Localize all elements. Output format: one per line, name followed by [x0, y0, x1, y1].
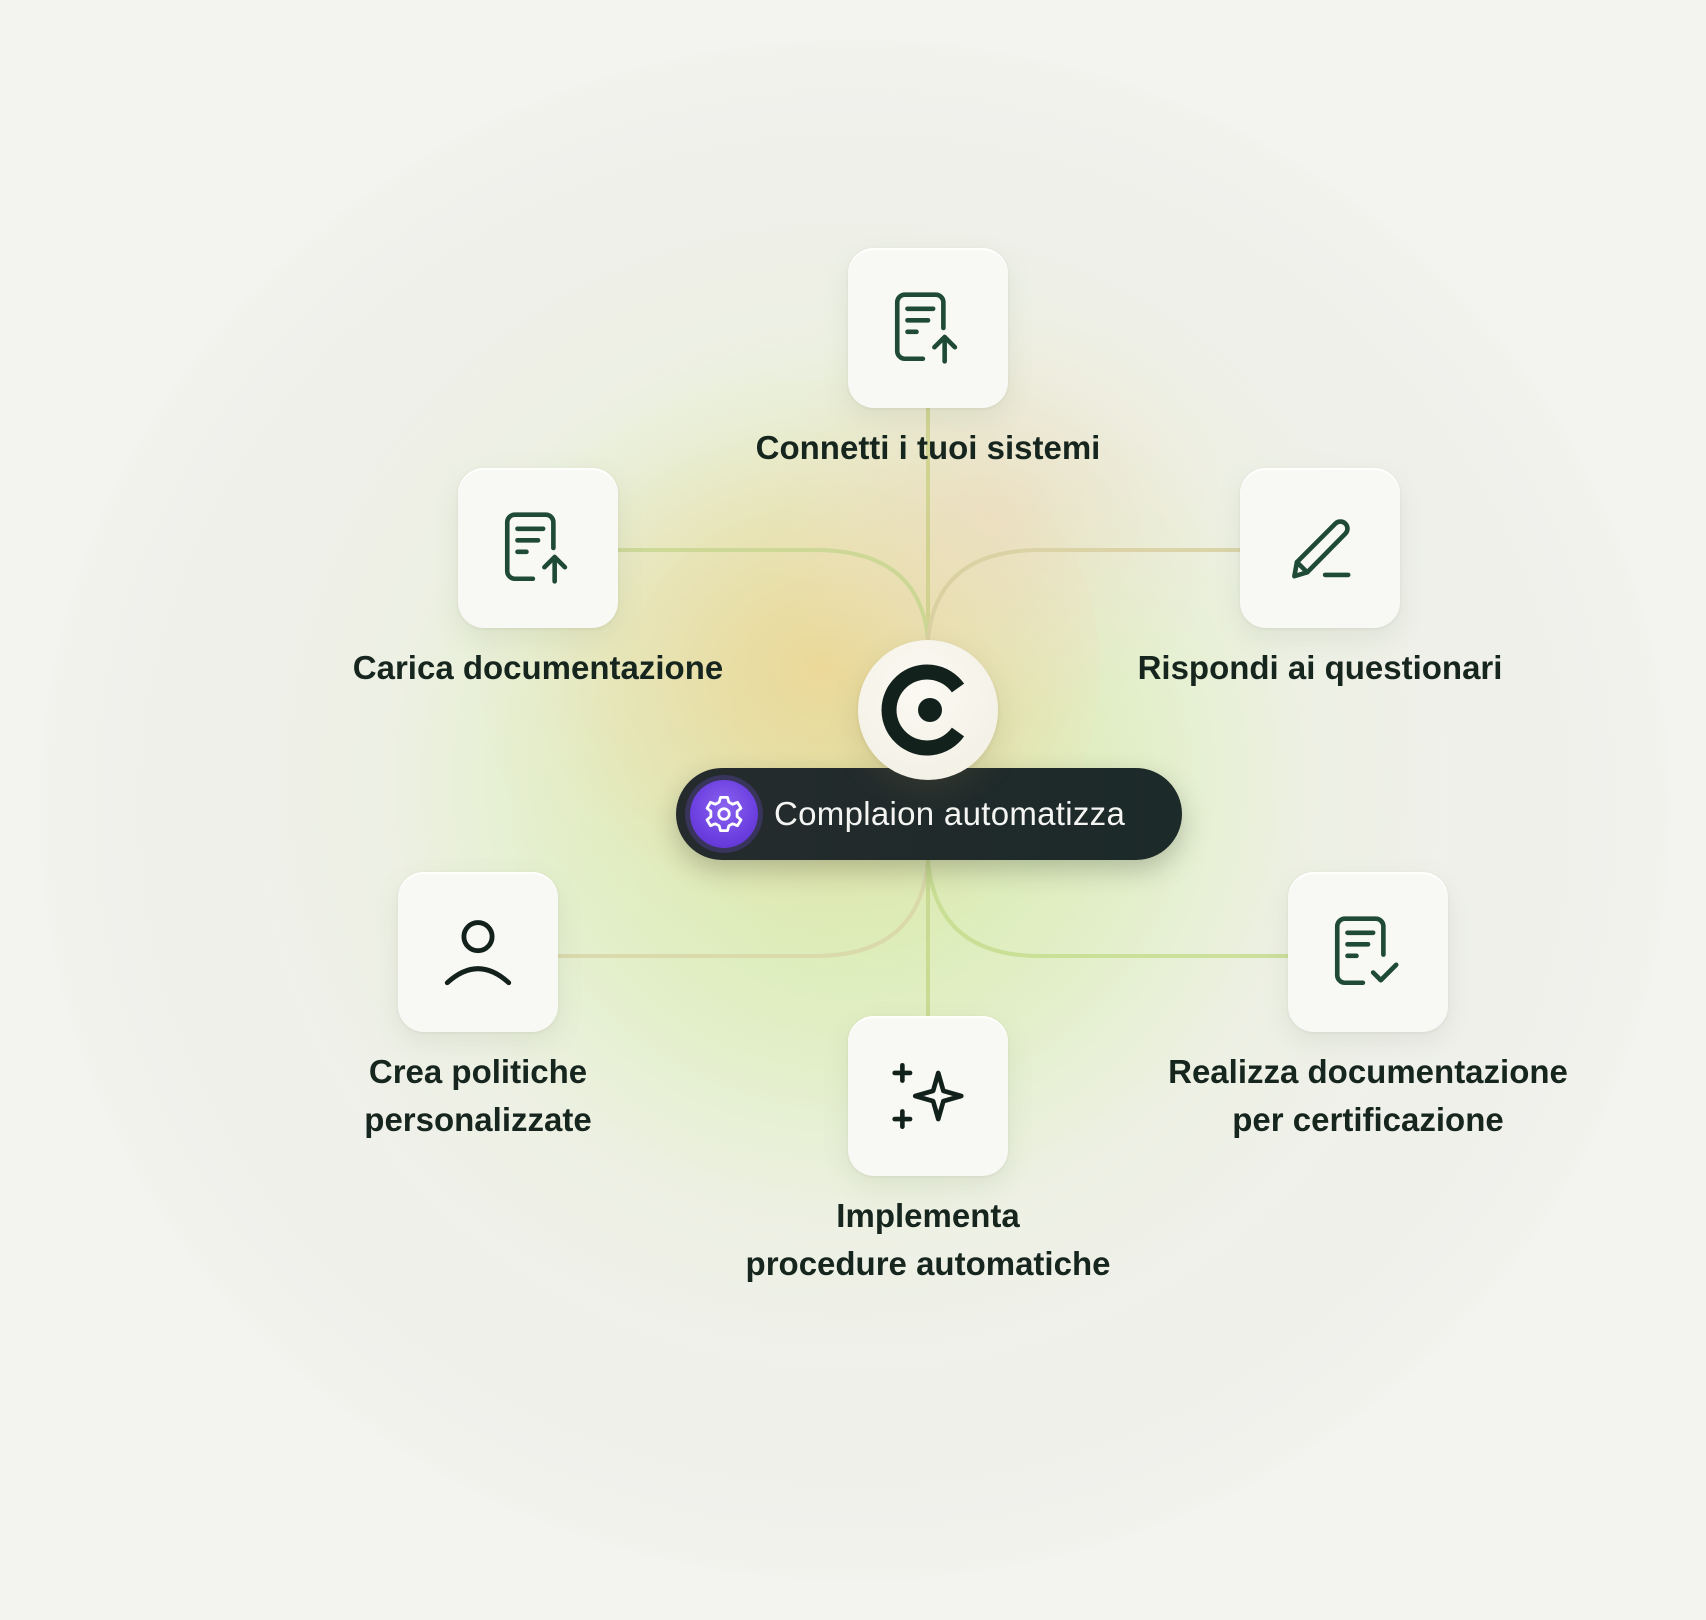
- badge-icon-wrap: [690, 780, 758, 848]
- pencil-icon: [1292, 519, 1351, 579]
- node-label-procedures-line2: procedure automatiche: [745, 1245, 1111, 1282]
- connector-upper-right: [926, 548, 1242, 642]
- node-label-certification: Realizza documentazione per certificazio…: [1168, 1048, 1568, 1144]
- hub-logo: [858, 640, 998, 780]
- node-label-questionnaires: Rispondi ai questionari: [1137, 649, 1503, 686]
- automation-badge: Complaion automatizza: [676, 768, 1182, 860]
- node-label-connect-systems: Connetti i tuoi sistemi: [755, 429, 1101, 466]
- sparkles-icon: [892, 1062, 964, 1130]
- automation-badge-label: Complaion automatizza: [774, 795, 1126, 832]
- gear-icon: [705, 795, 743, 833]
- node-label-policies: Crea politiche personalizzate: [364, 1048, 591, 1144]
- node-label-procedures-line1: Implementa: [836, 1197, 1020, 1234]
- connector-upper-left: [615, 548, 930, 642]
- connector-lower-left: [555, 858, 930, 958]
- node-card-certification[interactable]: [1288, 872, 1448, 1032]
- node-label-policies-line2: personalizzate: [364, 1101, 592, 1138]
- complaion-logo-icon: [881, 664, 965, 756]
- user-icon: [444, 920, 512, 986]
- node-label-procedures: Implementa procedure automatiche: [746, 1192, 1111, 1288]
- node-label-certification-line1: Realizza documentazione: [1168, 1053, 1568, 1090]
- node-card-connect-systems[interactable]: [848, 248, 1008, 408]
- connector-lower-right: [926, 858, 1290, 958]
- node-card-policies[interactable]: [398, 872, 558, 1032]
- document-upload-icon: [504, 512, 568, 584]
- node-card-questionnaires[interactable]: [1240, 468, 1400, 628]
- node-card-upload-docs[interactable]: [458, 468, 618, 628]
- document-check-icon: [1334, 916, 1399, 986]
- document-upload-icon: [894, 292, 958, 364]
- node-label-upload-docs: Carica documentazione: [352, 649, 724, 686]
- node-label-policies-line1: Crea politiche: [368, 1053, 588, 1090]
- node-card-procedures[interactable]: [848, 1016, 1008, 1176]
- node-label-certification-line2: per certificazione: [1232, 1101, 1504, 1138]
